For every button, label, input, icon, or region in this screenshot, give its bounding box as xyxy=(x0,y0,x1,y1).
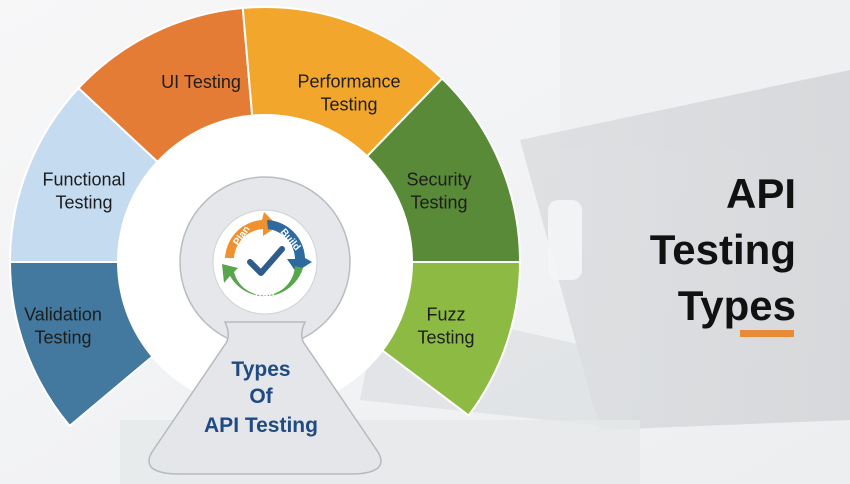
page-title-line-2: Testing xyxy=(649,226,796,273)
segment-label-line: Testing xyxy=(410,193,467,213)
page-title-line-1: API xyxy=(725,170,796,217)
center-title-line-2: Of xyxy=(249,385,273,408)
center-title-line-3: API Testing xyxy=(204,414,318,437)
segment-label-line: Testing xyxy=(320,95,377,115)
title-underline xyxy=(740,330,794,337)
segment-label-line: Validation xyxy=(24,305,102,325)
segment-label-line: Security xyxy=(406,170,471,190)
cycle-label-run: Run xyxy=(255,289,274,300)
segment-label-line: Testing xyxy=(417,328,474,348)
segment-label-line: Functional xyxy=(42,170,125,190)
segment-label-line: Testing xyxy=(34,328,91,348)
check-icon xyxy=(247,246,285,276)
center-title-line-1: Types xyxy=(231,358,290,381)
segment-label-ui: UI Testing xyxy=(161,72,241,92)
segment-label-line: Performance xyxy=(297,72,400,92)
center-pedestal xyxy=(148,321,382,475)
page-title-line-3: Types xyxy=(677,282,796,329)
segment-label-line: UI Testing xyxy=(161,72,241,92)
segment-label-line: Testing xyxy=(55,193,112,213)
page-title: API Testing Types xyxy=(536,166,796,334)
segment-label-line: Fuzz xyxy=(426,305,465,325)
